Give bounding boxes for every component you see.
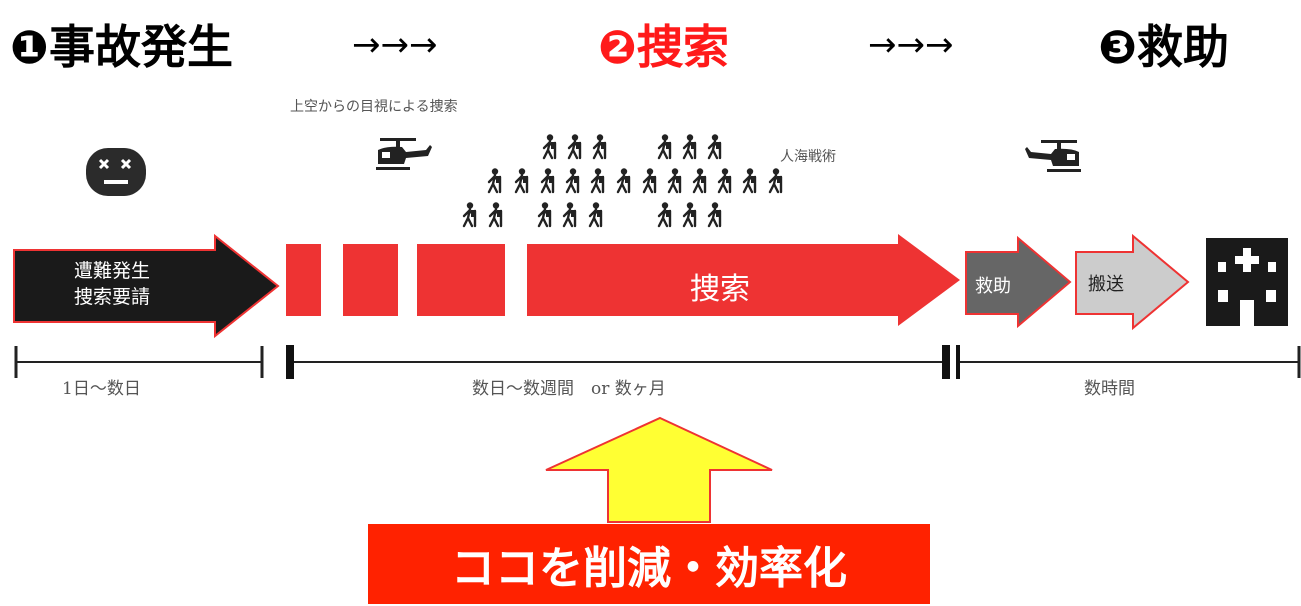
transport-label: 搬送 [1088,274,1124,295]
callout-box: ココを削減・効率化 [368,524,930,604]
rescue-arrow [965,235,1072,329]
duration-1: 1日～数日 [62,379,141,399]
hospital-icon [1206,238,1288,326]
step-1-heading: ❶事故発生 [10,24,233,70]
transport-arrow [1075,233,1190,331]
step-2-label: 捜索 [636,20,729,74]
dead-face-icon [86,148,146,196]
human-wave-annotation: 人海戦術 [780,149,836,165]
step-3-label: 救助 [1136,20,1229,74]
step-1-label: 事故発生 [48,20,233,74]
flow-arrows-2: →→→ [868,25,954,65]
rescue-label: 救助 [975,276,1011,297]
helicopter-icon [1025,140,1081,172]
flow-arrows-1: →→→ [352,25,438,65]
step-2-heading: ❷捜索 [598,24,729,70]
duration-3: 数時間 [1084,379,1135,399]
step-3-heading: ❸救助 [1098,24,1229,70]
search-label: 捜索 [690,272,750,307]
helicopter-icon [376,138,432,170]
search-block [343,244,398,316]
incident-label-line: 遭難発生 [74,260,151,282]
aerial-search-annotation: 上空からの目視による捜索 [290,99,458,115]
search-block [417,244,505,316]
step-3-number: ❸ [1098,20,1137,74]
search-arrow [527,234,960,326]
duration-2: 数日～数週間 or 数ヶ月 [472,379,666,399]
incident-label: 遭難発生 捜索要請 [74,258,150,310]
step-2-number: ❷ [598,20,637,74]
callout-arrow [545,416,773,523]
incident-label-line: 捜索要請 [74,286,151,308]
step-1-number: ❶ [10,20,49,74]
timeline-axis [14,345,1301,379]
callout-text: ココを削減・効率化 [451,543,847,594]
search-block [286,244,321,316]
hiker-icon [462,133,784,228]
incident-arrow [13,233,280,339]
